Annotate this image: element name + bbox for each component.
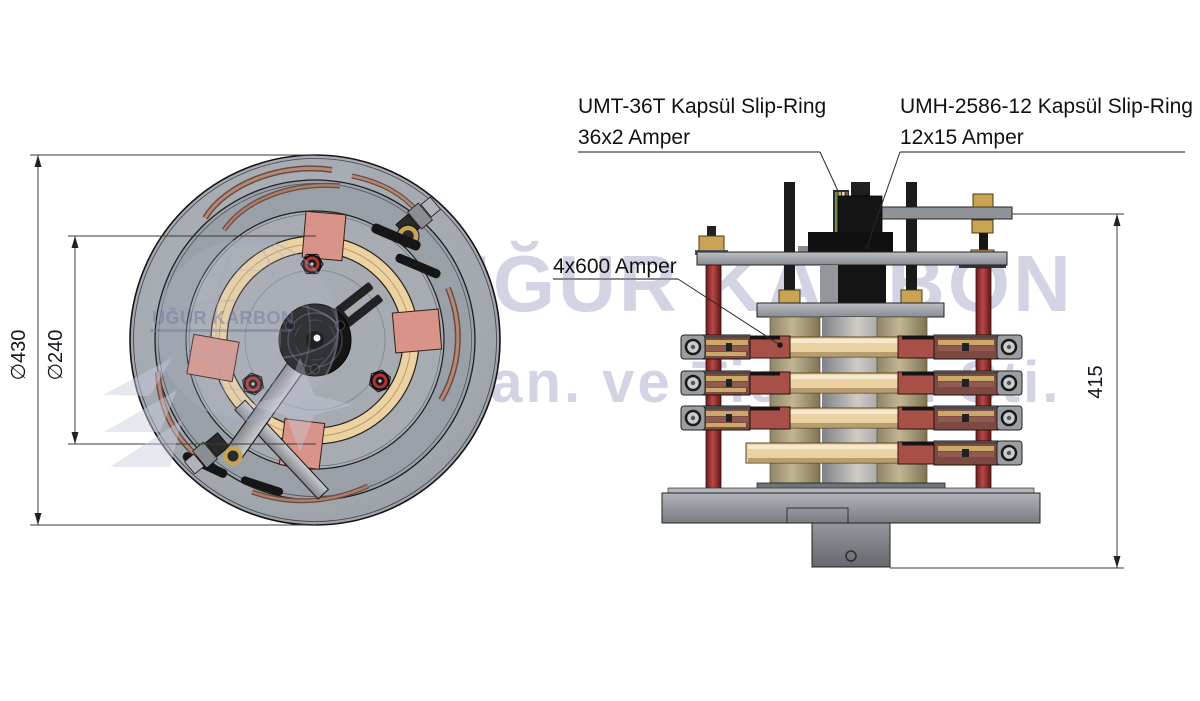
center-hub <box>278 282 383 377</box>
leader-line <box>677 278 781 346</box>
wing-shape <box>110 420 182 467</box>
dimension-inner-diameter: ∅240 <box>45 235 316 445</box>
top-view <box>129 154 501 526</box>
arrowhead <box>71 432 79 444</box>
arrowhead <box>1113 214 1121 226</box>
gold-eyelet <box>223 446 243 466</box>
arrowhead <box>1113 556 1121 568</box>
brush-pad <box>186 333 240 383</box>
dim-height-text: 415 <box>1085 365 1107 398</box>
brush-arm-right <box>896 369 1024 397</box>
brush-arm-right <box>896 439 1024 467</box>
brush-arm-left <box>679 404 792 432</box>
terminal-block <box>183 432 230 475</box>
base-flange <box>661 492 1041 524</box>
hex-nut <box>242 372 264 396</box>
arrowhead <box>71 236 79 248</box>
wing-shape <box>104 390 177 432</box>
umh-label-line2: 12x15 Amper <box>900 126 1024 149</box>
arrowhead <box>34 513 42 525</box>
brush-bar <box>371 223 421 251</box>
dim-inner-diameter-text: ∅240 <box>45 330 67 381</box>
dimension-outer-diameter: ∅430 <box>8 154 316 526</box>
leader-dot <box>864 244 870 250</box>
dimension-overall-height: 415 <box>890 213 1124 569</box>
watermark-logo-text: UĞUR KARBON <box>152 307 295 328</box>
leader-line <box>866 151 901 248</box>
callout-umt36t: UMT-36T Kapsül Slip-Ring 36x2 Amper <box>578 95 839 192</box>
capsule-body <box>837 195 883 237</box>
hex-nut <box>300 253 324 275</box>
brush-pad <box>391 308 443 354</box>
umh-label-line1: UMH-2586-12 Kapsül Slip-Ring <box>900 95 1193 118</box>
brush-arm-left <box>679 333 792 361</box>
brush-arm-right <box>896 333 1024 361</box>
brush-arm-left <box>679 369 792 397</box>
leader-line <box>819 151 839 192</box>
power-label: 4x600 Amper <box>553 255 677 278</box>
callout-power: 4x600 Amper <box>553 255 783 348</box>
brush-bar <box>240 476 284 496</box>
mount-hub <box>811 522 891 568</box>
wing-shape <box>103 358 172 396</box>
top-plate <box>696 251 1008 266</box>
stud-rod <box>784 182 795 252</box>
umt-label-line1: UMT-36T Kapsül Slip-Ring <box>578 95 826 118</box>
side-view <box>661 182 1041 568</box>
insulator-spacers <box>769 316 928 484</box>
brush-bar <box>395 253 441 279</box>
hub-hole <box>845 550 857 562</box>
hex-nut <box>369 369 391 393</box>
callout-umh2586: UMH-2586-12 Kapsül Slip-Ring 12x15 Amper <box>864 95 1193 250</box>
umt-label-line2: 36x2 Amper <box>578 126 690 149</box>
brush-arm-right <box>896 404 1024 432</box>
brush-pad <box>301 210 347 262</box>
intermediate-plate <box>756 302 945 318</box>
star-shape <box>248 357 352 452</box>
arrowhead <box>34 155 42 167</box>
globe-icon <box>157 239 339 421</box>
post-top-nut <box>695 226 728 255</box>
watermark-logo: UĞUR KARBON <box>103 239 352 467</box>
dim-outer-diameter-text: ∅430 <box>8 330 30 381</box>
leader-dot <box>777 342 783 348</box>
